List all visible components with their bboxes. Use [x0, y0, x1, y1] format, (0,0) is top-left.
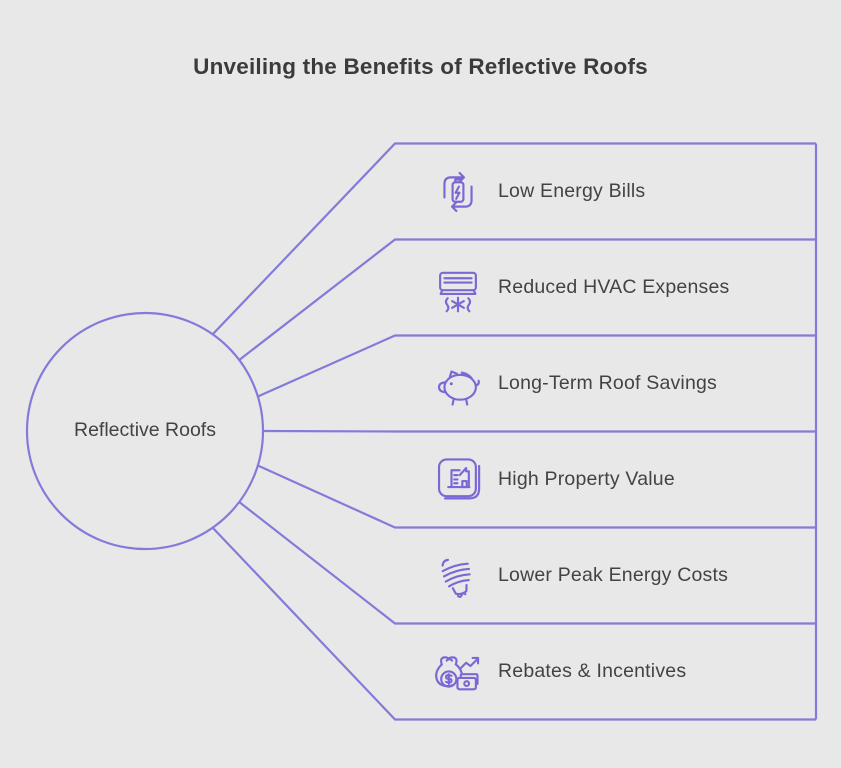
- benefit-label: Low Energy Bills: [498, 180, 646, 202]
- benefit-label: Rebates & Incentives: [498, 660, 687, 682]
- hub-label: Reflective Roofs: [74, 419, 216, 441]
- benefit-label: High Property Value: [498, 468, 675, 490]
- benefit-label: Lower Peak Energy Costs: [498, 564, 729, 586]
- money-bag-growth-icon: [432, 646, 484, 698]
- benefit-label: Long-Term Roof Savings: [498, 372, 718, 394]
- connector-line-2: [238, 238, 816, 361]
- connector-line-3: [257, 334, 816, 398]
- property-building-icon: [432, 454, 484, 506]
- benefit-row-reduced-hvac: Reduced HVAC Expenses: [410, 240, 816, 336]
- connector-line-1: [211, 142, 816, 336]
- air-conditioner-icon: [432, 262, 484, 314]
- benefit-row-property-value: High Property Value: [410, 432, 816, 528]
- benefit-row-roof-savings: Long-Term Roof Savings: [410, 336, 816, 432]
- benefit-row-rebates: Rebates & Incentives: [410, 624, 816, 720]
- connector-line-4: [262, 429, 816, 433]
- benefit-label: Reduced HVAC Expenses: [498, 276, 730, 298]
- piggy-bank-icon: [432, 358, 484, 410]
- benefit-row-peak-energy: Lower Peak Energy Costs: [410, 528, 816, 624]
- connector-line-5: [257, 464, 816, 529]
- battery-cycle-icon: [432, 166, 484, 218]
- page-title: Unveiling the Benefits of Reflective Roo…: [193, 54, 648, 79]
- benefit-row-low-energy-bills: Low Energy Bills: [410, 144, 816, 240]
- connector-line-6: [238, 501, 816, 625]
- cfl-bulb-icon: [432, 550, 484, 602]
- connector-line-7: [211, 526, 816, 721]
